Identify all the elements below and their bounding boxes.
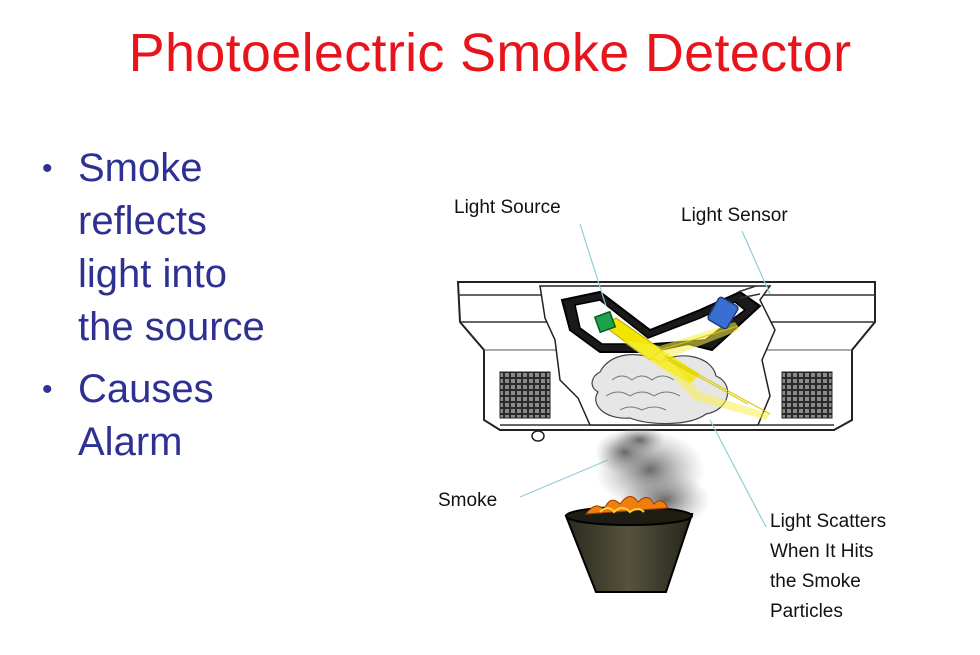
fire-bin — [564, 496, 694, 593]
bullet-item: • Smoke reflects light into the source — [40, 142, 370, 354]
bullet-line: Smoke — [78, 146, 203, 190]
label-light-sensor: Light Sensor — [681, 205, 788, 226]
light-sensor-unit — [707, 285, 761, 330]
bullet-line: Alarm — [78, 420, 183, 464]
bullet-line: reflects — [78, 199, 207, 243]
slide-title: Photoelectric Smoke Detector — [128, 23, 852, 83]
light-source-led — [593, 310, 617, 334]
bullet-line: Causes — [78, 367, 214, 411]
left-vent-grill — [499, 371, 551, 419]
leader-lines — [519, 223, 771, 528]
bullet-dot-icon: • — [42, 373, 53, 406]
label-line: When It Hits — [770, 541, 874, 562]
bullet-line: light into — [78, 252, 227, 296]
right-vent-grill — [781, 371, 833, 419]
bullet-dot-icon: • — [42, 152, 53, 185]
bullet-item: • Causes Alarm — [40, 363, 370, 469]
label-line: Particles — [770, 601, 843, 622]
bullet-list: • Smoke reflects light into the source •… — [40, 142, 370, 478]
bullet-line: the source — [78, 305, 265, 349]
label-light-source: Light Source — [454, 197, 561, 218]
rising-smoke — [595, 426, 710, 528]
label-line: Light Scatters — [770, 511, 887, 532]
label-smoke: Smoke — [438, 490, 498, 511]
label-line: the Smoke — [770, 571, 861, 592]
label-light-scatters: Light Scatters When It Hits the Smoke Pa… — [770, 507, 960, 627]
light-beam — [603, 317, 771, 420]
